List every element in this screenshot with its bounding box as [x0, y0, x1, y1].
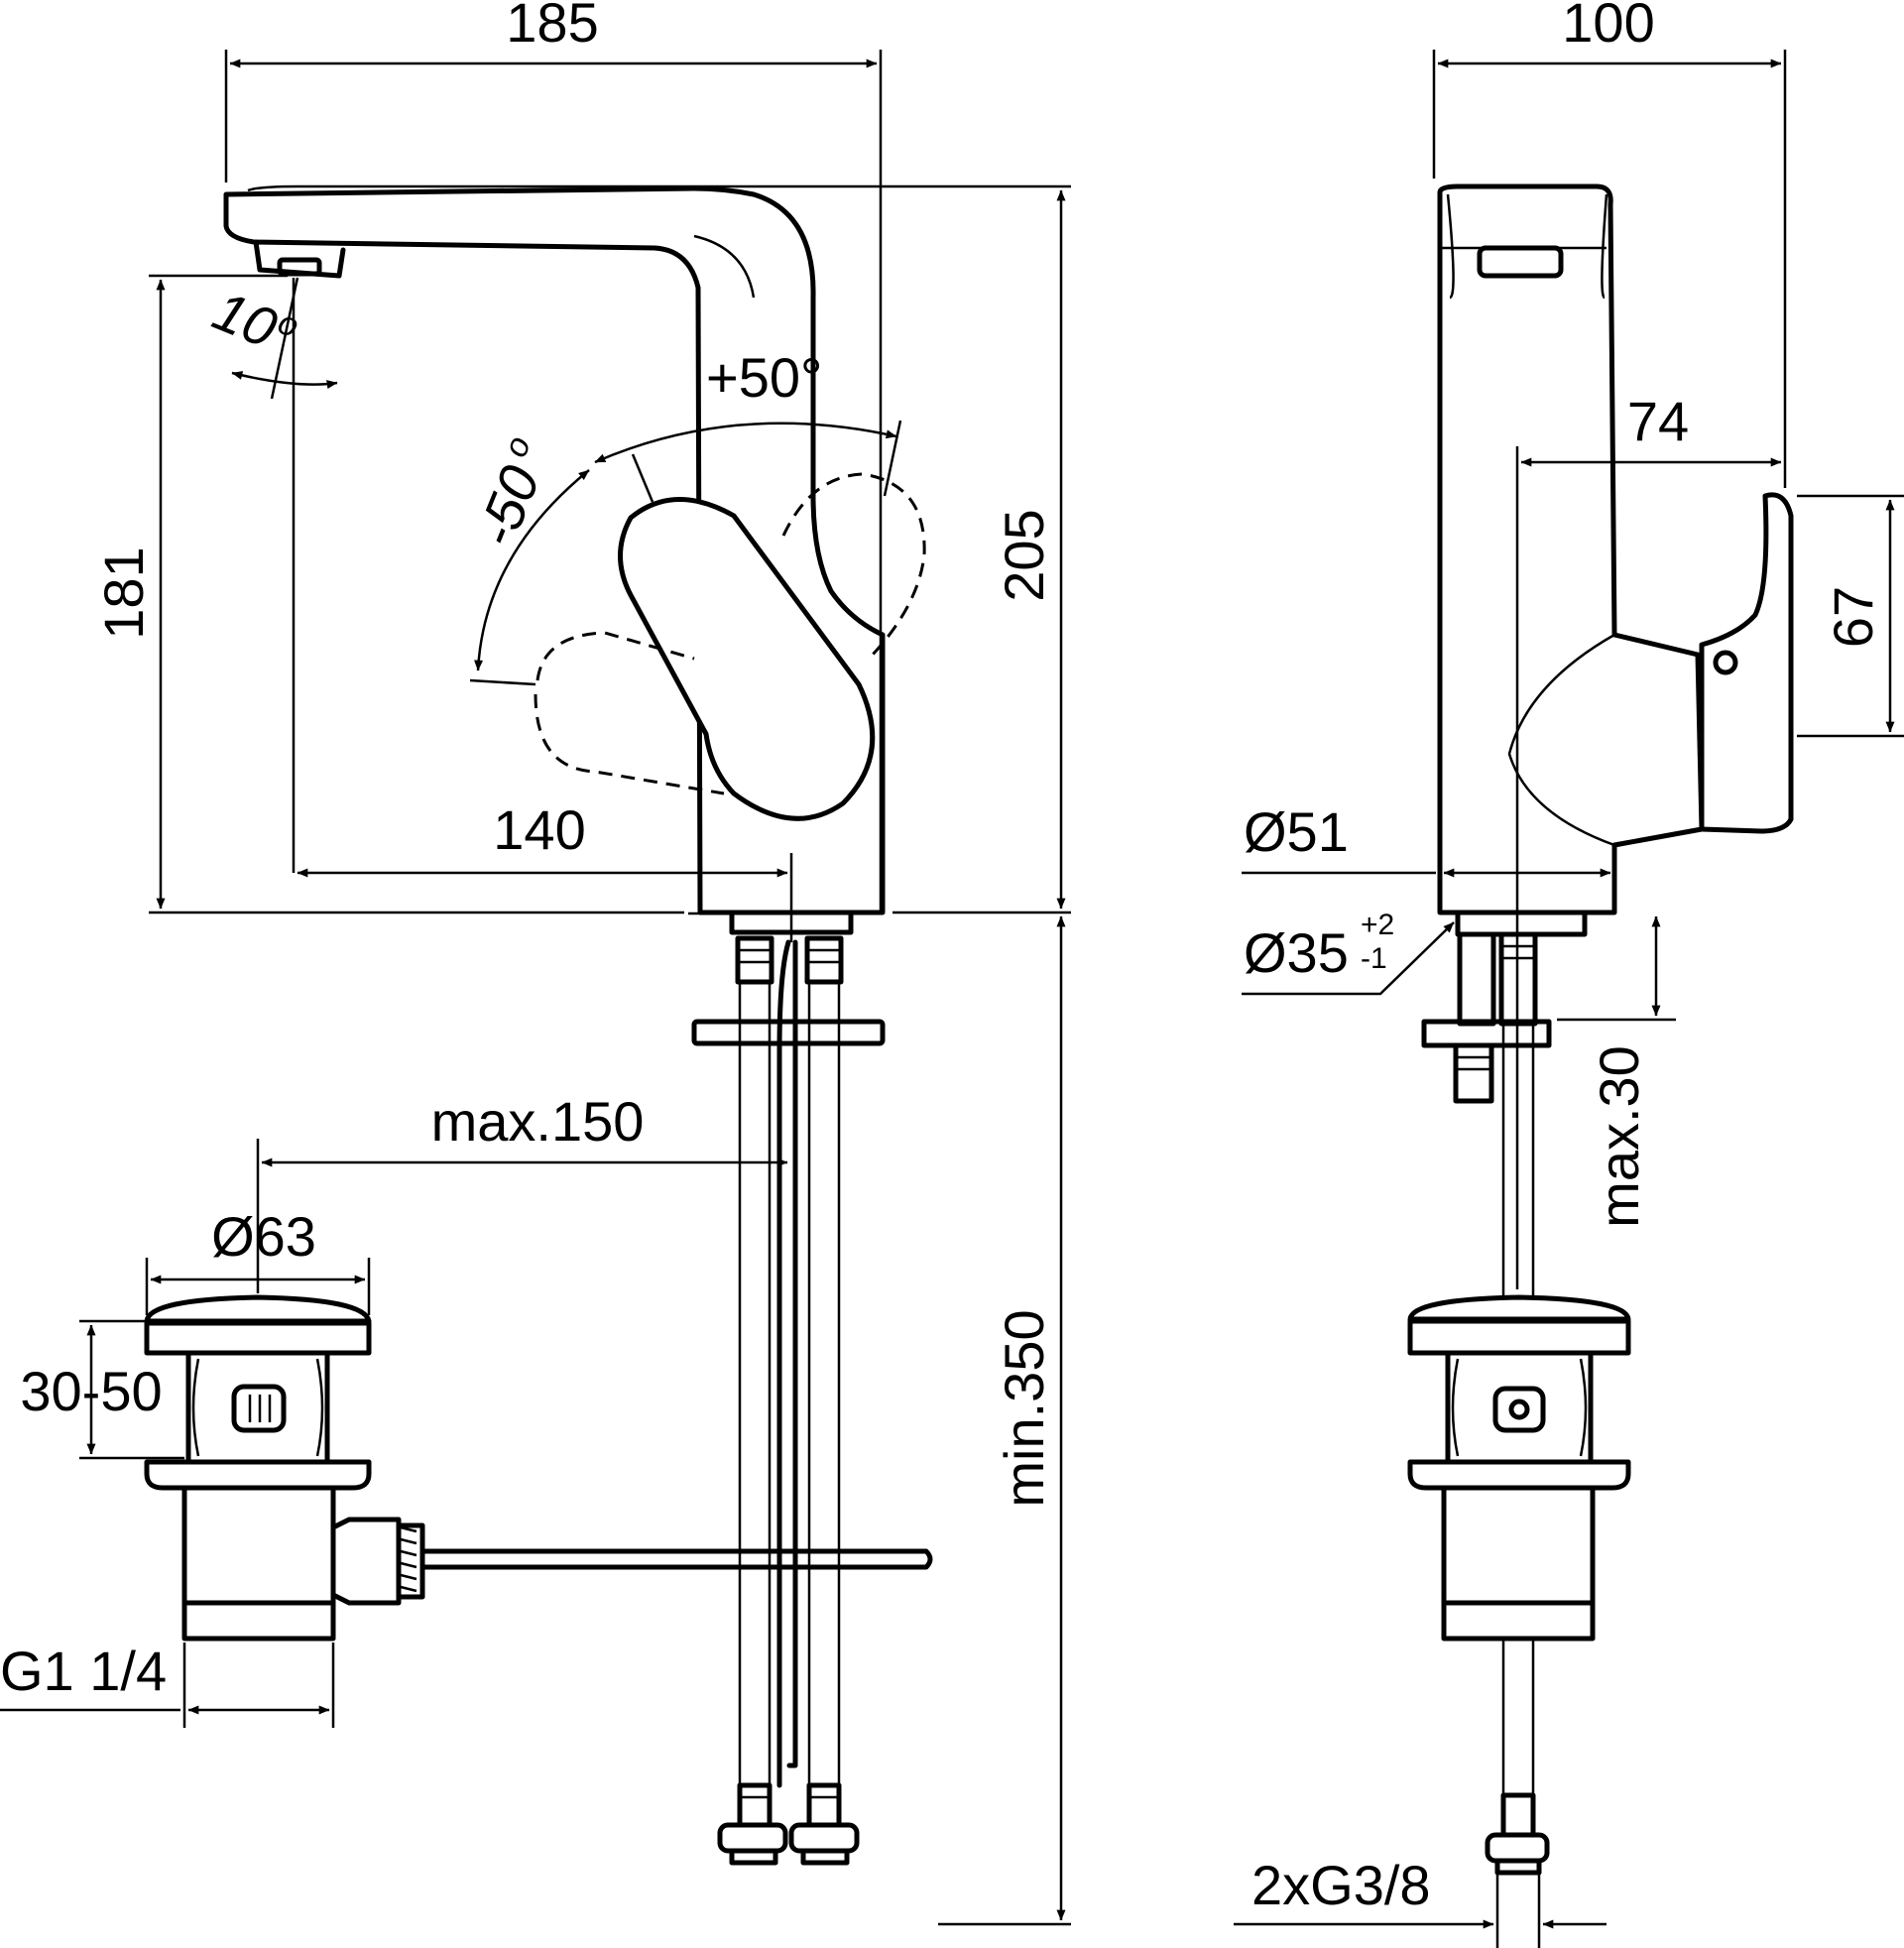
label-hole-tol-minus: -1	[1361, 942, 1387, 975]
label-side-width: 100	[1562, 0, 1654, 54]
aerator	[253, 239, 346, 279]
label-spout-reach: 185	[506, 0, 598, 54]
label-hose-thread: 2xG3/8	[1251, 1854, 1431, 1916]
label-lever-minus: -50	[464, 457, 552, 555]
label-waste-range: 30-50	[20, 1360, 162, 1422]
label-base-diameter: Ø51	[1244, 800, 1349, 863]
lever-handle	[618, 497, 876, 821]
dimension-lines	[0, 50, 1904, 1948]
label-max-deck: max.30	[1588, 1045, 1650, 1228]
label-side-depth: 74	[1627, 390, 1689, 452]
label-lever-plus: +50°	[706, 346, 822, 409]
side-view-waste	[1407, 1294, 1631, 1642]
label-hole-diameter: Ø35	[1244, 921, 1349, 984]
label-max-rod: max.150	[431, 1090, 645, 1153]
front-view-waste	[144, 1294, 933, 1642]
label-hole-tol-plus: +2	[1361, 909, 1394, 941]
side-lever	[1699, 492, 1794, 834]
label-spout-height: 181	[92, 547, 155, 639]
label-waste-diameter: Ø63	[211, 1205, 316, 1268]
label-lever-minus-degree: o	[497, 431, 538, 463]
label-lever-height: 67	[1822, 586, 1884, 648]
front-view-faucet	[223, 184, 926, 935]
label-outlet-angle: 10	[205, 279, 286, 360]
label-spout-projection: 140	[493, 798, 585, 861]
front-view-hoses	[691, 935, 886, 1866]
label-waste-thread: G1 1/4	[0, 1640, 167, 1702]
label-hose-min: min.350	[993, 1309, 1055, 1507]
lever-ghost-plus	[781, 472, 926, 657]
label-total-height: 205	[993, 509, 1055, 601]
